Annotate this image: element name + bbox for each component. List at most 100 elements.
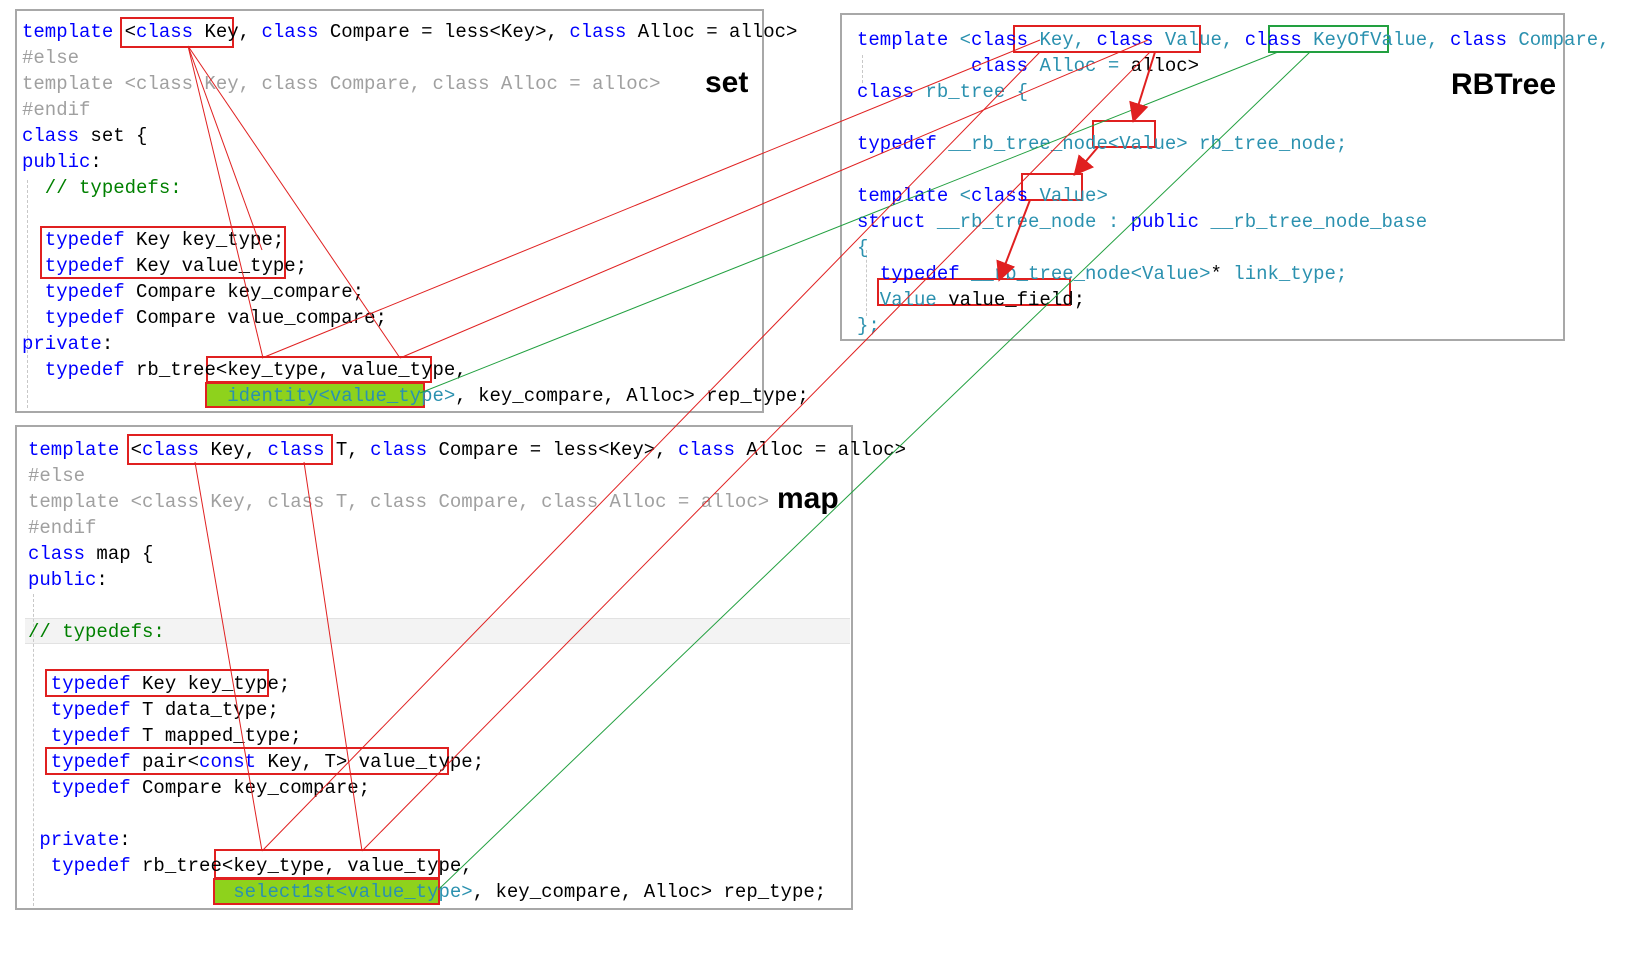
code-token: class [1096,29,1165,51]
code-line: typedef Compare key_compare; [22,279,809,305]
map-key-type-to-rbtree-key-line [261,51,1041,852]
code-line: { [857,235,1610,261]
code-line: typedef rb_tree<key_type, value_type, [28,853,906,879]
code-line: template <class Key, class T, class Comp… [28,437,906,463]
code-token: typedef [857,263,972,285]
code-token: T data_type; [142,699,279,721]
code-token: , key_compare, Alloc> rep_type; [472,881,827,903]
code-token: class [677,439,747,461]
set-identity-to-keyofvalue-line [419,51,1279,394]
map-current-line-highlight [25,618,850,644]
code-token: __rb_tree_node_base [1210,211,1428,233]
code-token: #else [22,47,80,69]
code-token: __rb_tree_node<Value> rb_tree_node; [948,133,1348,155]
code-token: Alloc = alloc> [746,439,907,461]
code-token: < [124,21,137,43]
code-token: T mapped_type; [142,725,302,747]
code-token: Key, [210,439,268,461]
set-template-key-box [120,17,234,48]
code-token: // typedefs: [28,621,165,643]
code-token: Compare = less<Key>, [438,439,678,461]
code-token: class [370,439,439,461]
rbtree-template-value-box [1021,173,1083,201]
code-token: Value, [1164,29,1245,51]
code-token: identity<value_type> [227,385,456,407]
code-token: __rb_tree_node<Value> [971,263,1211,285]
code-token: class [142,439,211,461]
set-identity-highlight [205,382,425,408]
set-value-type-to-rbtree-value-line [399,39,1149,359]
code-token: typedef [22,307,137,329]
code-line: #else [22,45,809,71]
map-code-block: template <class Key, class T, class Comp… [28,437,906,905]
code-token: set { [90,125,148,147]
code-token: public [28,569,97,591]
code-token: < [959,185,972,207]
rbtree-code-block: template <class Key, class Value, class … [857,27,1610,339]
code-token: < [959,29,972,51]
set-label: set [705,66,749,99]
set-panel [15,9,764,413]
code-line: private: [28,827,906,853]
code-token: #else [28,465,86,487]
code-token: typedef [22,229,137,251]
code-token: Compare key_compare; [142,777,371,799]
rbtree-key-value-box [1013,25,1201,53]
code-line: private: [22,331,809,357]
map-key-to-key-type-line [194,461,263,852]
code-token: class [22,125,91,147]
code-token: Key [204,21,239,43]
code-token: const [199,751,268,773]
code-token: Compare = less<Key>, [329,21,570,43]
code-token: private [22,333,102,355]
code-token: template [22,21,125,43]
code-token: Value> [1039,185,1108,207]
rbtree-value-to-node-arrow [1129,51,1156,123]
set-indent-guide [27,180,28,408]
code-token: typedef [28,777,143,799]
code-line: identity<value_type>, key_compare, Alloc… [22,383,809,409]
code-token: #endif [22,99,91,121]
map-value-type-box [45,747,449,775]
code-token: , [238,21,262,43]
code-token: pair< [142,751,200,773]
code-token: template [857,185,960,207]
code-token: KeyOfValue, [1313,29,1450,51]
code-token: Key value_type; [136,255,308,277]
code-token: class [1449,29,1519,51]
map-panel [15,425,853,910]
code-line: #else [28,463,906,489]
code-line: template <class Key, class Compare = les… [22,19,809,45]
code-token: typedef [28,855,143,877]
code-token: : [96,569,108,591]
code-line: typedef T data_type; [28,697,906,723]
code-token: private [28,829,120,851]
code-line: // typedefs: [28,619,906,645]
code-line: class map { [28,541,906,567]
code-token: class [971,29,1040,51]
code-line: template <class Key, class Value, class … [857,27,1610,53]
code-token: typedef [28,725,143,747]
code-token: rb_tree<key_type, value_type, [142,855,473,877]
map-select1st-to-keyofvalue-line [437,51,1311,891]
code-token: struct [857,211,937,233]
code-line: template <class Key, class T, class Comp… [28,489,906,515]
rbtree-indent-guide-1 [862,55,863,83]
rbtree-label: RBTree [1451,68,1557,101]
code-token: Compare key_compare; [136,281,365,303]
code-token: Value [857,289,949,311]
code-line: typedef Key key_type; [22,227,809,253]
map-key-type-box [45,669,269,697]
code-line: class rb_tree { [857,79,1610,105]
code-token: typedef [28,673,143,695]
code-token: // typedefs: [22,177,182,199]
code-token: class [261,21,330,43]
code-token: typedef [28,699,143,721]
code-token: Key key_type; [136,229,285,251]
rbtree-indent-guide-2 [866,250,867,316]
code-token: template <class Key, class T, class Comp… [28,491,770,513]
code-token: public [22,151,91,173]
code-token: link_type; [1233,263,1348,285]
code-line: class set { [22,123,809,149]
